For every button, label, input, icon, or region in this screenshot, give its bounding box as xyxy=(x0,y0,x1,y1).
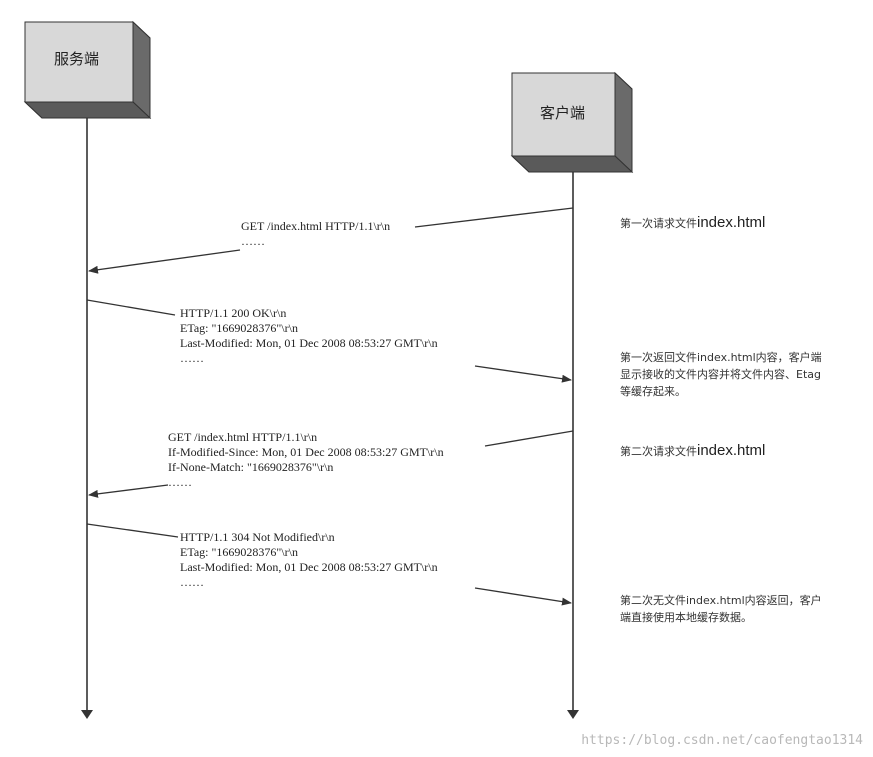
note-second-request: 第二次请求文件index.html xyxy=(620,442,765,460)
message-4-arrow xyxy=(474,587,572,606)
message-line: …… xyxy=(180,351,204,365)
message-3-line-a xyxy=(484,430,574,447)
note-line: 等缓存起来。 xyxy=(620,385,686,398)
note-line: 第一次返回文件index.html内容，客户端 xyxy=(620,351,822,364)
note-second-response: 第二次无文件index.html内容返回，客户 端直接使用本地缓存数据。 xyxy=(620,592,822,626)
message-2-text: HTTP/1.1 200 OK\r\n ETag: "1669028376"\r… xyxy=(180,306,438,366)
message-1-arrow xyxy=(88,249,241,274)
message-line: …… xyxy=(241,234,265,248)
message-line: GET /index.html HTTP/1.1\r\n xyxy=(168,430,318,444)
note-line: 显示接收的文件内容并将文件内容、Etag xyxy=(620,368,821,381)
server-lifeline-arrowhead xyxy=(81,710,93,719)
client-label: 客户端 xyxy=(540,104,586,122)
message-line: HTTP/1.1 304 Not Modified\r\n xyxy=(180,530,335,544)
note-filename: index.html xyxy=(697,214,766,231)
message-1-text: GET /index.html HTTP/1.1\r\n …… xyxy=(241,219,390,249)
message-1-line-a xyxy=(414,207,574,228)
message-line: GET /index.html HTTP/1.1\r\n xyxy=(241,219,391,233)
message-line: Last-Modified: Mon, 01 Dec 2008 08:53:27… xyxy=(180,336,438,350)
message-2-line-a xyxy=(86,299,176,316)
note-first-response: 第一次返回文件index.html内容，客户端 显示接收的文件内容并将文件内容、… xyxy=(620,349,822,400)
watermark: https://blog.csdn.net/caofengtao1314 xyxy=(581,733,863,748)
server-label: 服务端 xyxy=(54,50,100,68)
message-line: If-None-Match: "1669028376"\r\n xyxy=(168,460,334,474)
message-2-arrow xyxy=(474,365,572,383)
message-line: …… xyxy=(180,575,204,589)
message-line: If-Modified-Since: Mon, 01 Dec 2008 08:5… xyxy=(168,445,444,459)
message-line: HTTP/1.1 200 OK\r\n xyxy=(180,306,287,320)
note-first-request: 第一次请求文件index.html xyxy=(620,214,765,232)
message-line: Last-Modified: Mon, 01 Dec 2008 08:53:27… xyxy=(180,560,438,574)
note-filename: index.html xyxy=(697,442,766,459)
message-4-text: HTTP/1.1 304 Not Modified\r\n ETag: "166… xyxy=(180,530,438,590)
message-3-text: GET /index.html HTTP/1.1\r\n If-Modified… xyxy=(168,430,444,490)
note-text: 第二次请求文件 xyxy=(620,445,697,458)
message-line: ETag: "1669028376"\r\n xyxy=(180,321,298,335)
note-line: 端直接使用本地缓存数据。 xyxy=(620,611,752,624)
message-line: …… xyxy=(168,475,192,489)
client-lifeline-arrowhead xyxy=(567,710,579,719)
client-box xyxy=(510,71,634,174)
message-line: ETag: "1669028376"\r\n xyxy=(180,545,298,559)
note-line: 第二次无文件index.html内容返回，客户 xyxy=(620,594,822,607)
message-4-line-a xyxy=(86,523,179,538)
message-3-arrow xyxy=(88,484,169,498)
note-text: 第一次请求文件 xyxy=(620,217,697,230)
server-box xyxy=(23,20,152,120)
